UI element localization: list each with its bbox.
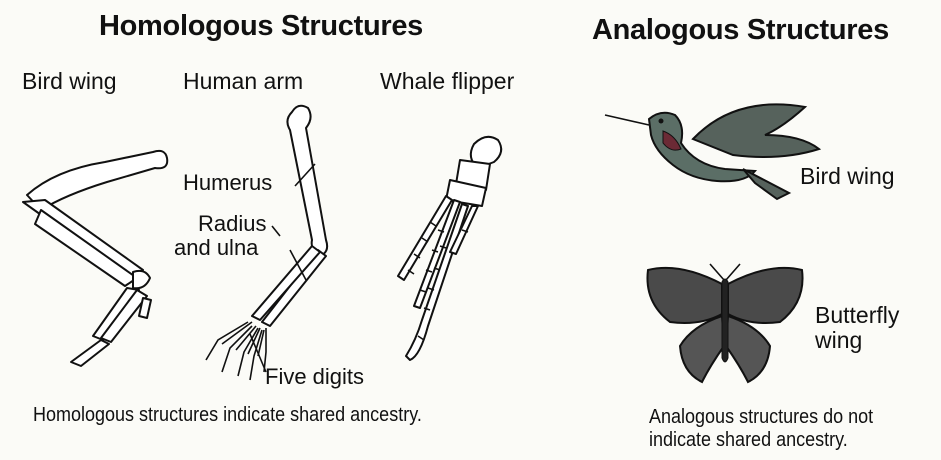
butterfly-wing-label-line1: Butterfly bbox=[815, 302, 899, 329]
radius-leader bbox=[270, 224, 310, 284]
bird-digit-3 bbox=[71, 340, 109, 366]
butterfly-right-hindwing bbox=[726, 316, 770, 382]
hummingbird-eye bbox=[659, 119, 664, 124]
butterfly-antennae bbox=[710, 264, 740, 280]
bird-ulna bbox=[35, 210, 137, 286]
radius-label-line2: and ulna bbox=[174, 236, 258, 260]
five-digits-label: Five digits bbox=[265, 365, 364, 389]
whale-flipper-label: Whale flipper bbox=[380, 68, 514, 95]
analogous-caption-line1: Analogous structures do not bbox=[649, 406, 873, 429]
butterfly-image bbox=[640, 262, 810, 392]
analogous-title: Analogous Structures bbox=[592, 14, 889, 47]
bird-wing-skeleton bbox=[15, 140, 185, 400]
homologous-caption: Homologous structures indicate shared an… bbox=[33, 404, 422, 427]
hummingbird-wing bbox=[693, 104, 819, 157]
humerus-label: Humerus bbox=[183, 171, 272, 195]
butterfly-left-hindwing bbox=[680, 316, 724, 382]
human-arm-label: Human arm bbox=[183, 68, 303, 95]
whale-flipper-skeleton bbox=[390, 130, 520, 380]
butterfly-left-forewing bbox=[647, 268, 722, 323]
butterfly-wing-label-line2: wing bbox=[815, 327, 862, 354]
hummingbird-tail bbox=[743, 169, 789, 199]
analogous-caption-line2: indicate shared ancestry. bbox=[649, 429, 848, 452]
radius-label-line1: Radius bbox=[198, 212, 266, 236]
humerus-leader bbox=[293, 160, 323, 200]
whale-digit-3 bbox=[406, 204, 468, 360]
analogous-bird-wing-label: Bird wing bbox=[800, 163, 895, 190]
hummingbird-beak bbox=[605, 115, 649, 125]
homologous-title: Homologous Structures bbox=[99, 10, 423, 43]
butterfly-body bbox=[722, 279, 728, 362]
butterfly-right-forewing bbox=[728, 268, 803, 323]
bird-wing-label: Bird wing bbox=[22, 68, 117, 95]
digits-leader bbox=[244, 330, 274, 380]
bird-wrist bbox=[133, 271, 150, 288]
